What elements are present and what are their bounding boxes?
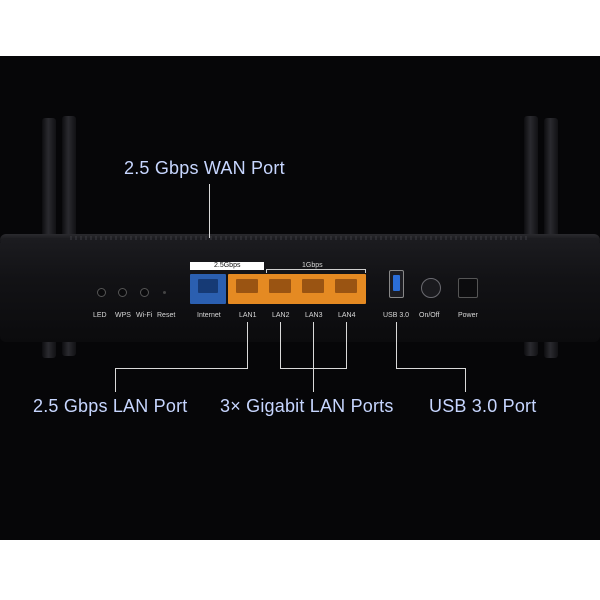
lan25-line-horizontal (115, 368, 248, 369)
lan4-jack (335, 279, 357, 293)
wan-callout: 2.5 Gbps WAN Port (124, 158, 285, 178)
gigabit-line-horizontal (280, 368, 347, 369)
power-button (421, 278, 441, 298)
gigabit-speed-label: 1Gbps (300, 262, 325, 269)
gigabit-bracket-right (365, 269, 366, 273)
led-button (97, 288, 106, 297)
usb-line-horizontal (396, 368, 466, 369)
lan2-label: LAN2 (272, 312, 290, 319)
lan3-jack (302, 279, 324, 293)
gigabit-line-lan4 (346, 322, 347, 368)
wps-label: WPS (115, 312, 131, 319)
lan2-jack (269, 279, 291, 293)
usb-connector (393, 275, 400, 291)
wan-callout-line (209, 184, 210, 238)
power-jack (458, 278, 478, 298)
internet-jack (198, 279, 218, 293)
gigabit-bracket-left (266, 269, 267, 273)
gigabit-callout: 3× Gigabit LAN Ports (220, 396, 394, 416)
wifi-button (140, 288, 149, 297)
lan25-line-drop (115, 368, 116, 392)
usb-line-vertical (396, 322, 397, 368)
wifi-label: Wi-Fi (136, 312, 153, 319)
lan1-jack (236, 279, 258, 293)
product-photo: 2.5 Gbps WAN Port LED WPS Wi-Fi Reset 2.… (0, 56, 600, 540)
lan1-label: LAN1 (239, 312, 257, 319)
gigabit-line-lan2 (280, 322, 281, 368)
router-vent (70, 236, 530, 240)
usb-label: USB 3.0 (383, 312, 410, 319)
reset-hole (163, 291, 166, 294)
fast-speed-bar (190, 262, 264, 270)
usb-line-drop (465, 368, 466, 392)
fast-speed-label: 2.5Gbps (214, 262, 241, 269)
lan4-label: LAN4 (338, 312, 356, 319)
power-label: Power (458, 312, 478, 319)
usb-port (389, 270, 404, 298)
wps-button (118, 288, 127, 297)
lan3-label: LAN3 (305, 312, 323, 319)
gigabit-bracket (266, 269, 366, 270)
gigabit-line-lan3 (313, 322, 314, 392)
lan25-callout: 2.5 Gbps LAN Port (33, 396, 188, 416)
reset-label: Reset (157, 312, 176, 319)
onoff-label: On/Off (419, 312, 440, 319)
lan25-line-vertical (247, 322, 248, 368)
usb-callout: USB 3.0 Port (429, 396, 537, 416)
internet-label: Internet (197, 312, 221, 319)
led-label: LED (93, 312, 107, 319)
